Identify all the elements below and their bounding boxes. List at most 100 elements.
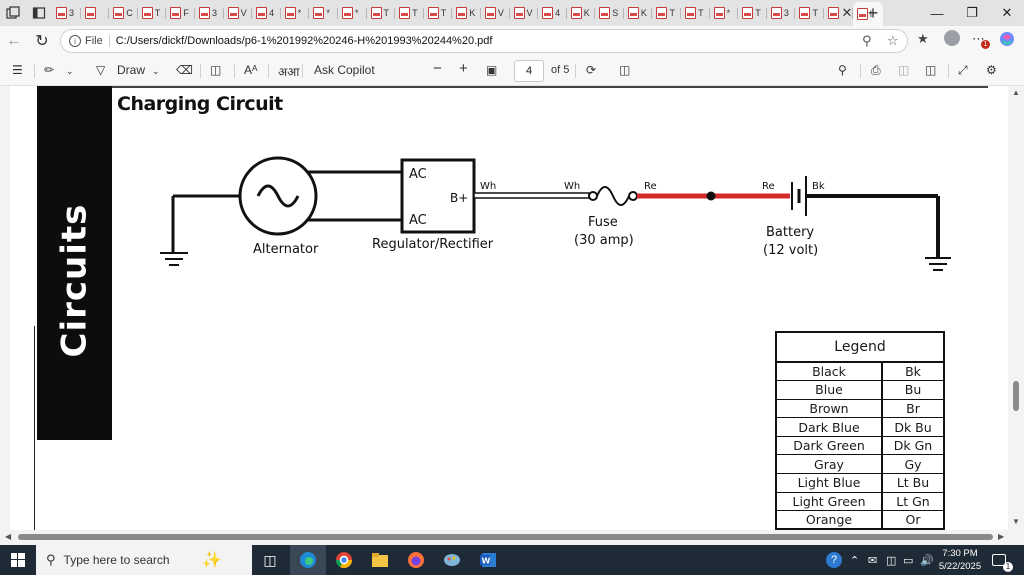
document-viewport[interactable]: Circuits Charging Circuit Alternator — [0, 86, 1024, 530]
vertical-scrollbar[interactable]: ▲ ▼ — [1008, 86, 1024, 530]
browser-tab[interactable]: * — [338, 2, 367, 24]
meet-now-icon[interactable]: ◫ — [886, 554, 897, 567]
address-bar[interactable]: i File C:/Users/dickf/Downloads/p6-1%201… — [60, 29, 908, 53]
task-view-icon[interactable]: ◫ — [263, 551, 277, 568]
browser-tab[interactable] — [81, 2, 110, 24]
settings-gear-icon[interactable]: ⚙ — [986, 63, 997, 77]
close-tab-icon[interactable]: ✕ — [841, 5, 853, 20]
tab-actions-icon[interactable] — [26, 0, 52, 26]
fit-page-icon[interactable]: ▣ — [486, 63, 498, 77]
vertical-scroll-thumb[interactable] — [1013, 381, 1019, 411]
start-button[interactable] — [0, 545, 36, 575]
browser-tab[interactable]: * — [710, 2, 739, 24]
zoom-icon[interactable]: ⚲ — [862, 33, 872, 48]
zoom-out-button[interactable]: − — [433, 60, 442, 77]
browser-tab[interactable]: S — [595, 2, 624, 24]
browser-tab[interactable]: V — [224, 2, 253, 24]
pdf-file-icon — [685, 7, 697, 19]
active-browser-tab[interactable]: I — [852, 2, 883, 26]
new-tab-button[interactable]: + — [867, 2, 879, 23]
help-icon[interactable]: ? — [826, 545, 842, 575]
horizontal-scrollbar[interactable]: ◀ ▶ — [0, 530, 1024, 544]
url-text[interactable]: C:/Users/dickf/Downloads/p6-1%201992%202… — [115, 35, 493, 47]
browser-tab[interactable]: * — [309, 2, 338, 24]
taskbar-search[interactable]: ⚲ Type here to search ✨ — [36, 545, 252, 575]
browser-tab[interactable]: * — [281, 2, 310, 24]
eraser-icon[interactable]: ⌫ — [176, 63, 193, 77]
notification-center-icon[interactable]: 1 — [992, 545, 1013, 575]
alternator-symbol — [238, 156, 318, 236]
browser-tab[interactable]: 4 — [252, 2, 281, 24]
favorites-icon[interactable]: ★ — [917, 31, 929, 46]
clock[interactable]: 7:30 PM 5/22/2025 — [930, 547, 990, 573]
search-icon[interactable]: ⚲ — [838, 63, 847, 77]
browser-tab[interactable]: K — [567, 2, 596, 24]
file-explorer-icon[interactable] — [362, 545, 398, 575]
browser-tab[interactable]: V — [510, 2, 539, 24]
restore-button[interactable]: ❐ — [966, 5, 978, 20]
browser-tab[interactable]: 3 — [195, 2, 224, 24]
volume-icon[interactable]: 🔊 — [920, 554, 934, 567]
draw-icon[interactable]: ▽ — [96, 63, 106, 77]
back-button[interactable]: ← — [6, 32, 22, 49]
draw-button[interactable]: Draw — [117, 63, 146, 77]
save-icon[interactable]: ◫ — [898, 63, 910, 77]
chrome-app-icon[interactable] — [326, 545, 362, 575]
browser-tab[interactable]: 3 — [767, 2, 796, 24]
browser-tab[interactable]: T — [681, 2, 710, 24]
browser-tab[interactable]: T — [738, 2, 767, 24]
save-as-icon[interactable]: ◫ — [925, 63, 937, 77]
paint-app-icon[interactable] — [434, 545, 470, 575]
browser-tab[interactable]: T — [138, 2, 167, 24]
firefox-app-icon[interactable] — [398, 545, 434, 575]
print-icon[interactable]: ⎙ — [871, 63, 881, 77]
fullscreen-icon[interactable]: ⤢ — [958, 63, 968, 77]
zoom-in-button[interactable]: + — [459, 60, 468, 77]
highlight-dropdown-icon[interactable]: ⌄ — [66, 66, 74, 76]
tray-chevron-icon[interactable]: ⌃ — [850, 554, 860, 567]
browser-tab[interactable]: T — [395, 2, 424, 24]
browser-tab[interactable]: F — [166, 2, 195, 24]
translate-button[interactable]: अआ — [278, 65, 300, 79]
scroll-up-arrow[interactable]: ▲ — [1012, 88, 1020, 97]
browser-tab[interactable]: K — [452, 2, 481, 24]
scroll-left-arrow[interactable]: ◀ — [5, 532, 12, 541]
highlight-icon[interactable]: ✏ — [44, 63, 55, 77]
browser-tab[interactable] — [824, 2, 853, 24]
network-icon[interactable]: ✉ — [868, 554, 878, 567]
close-window-button[interactable]: ✕ — [1001, 5, 1013, 20]
battery-icon[interactable]: ▭ — [903, 554, 914, 567]
browser-tab[interactable]: 3 — [52, 2, 81, 24]
edge-app-icon[interactable] — [290, 545, 326, 575]
browser-tab[interactable]: V — [481, 2, 510, 24]
browser-tab[interactable]: K — [624, 2, 653, 24]
contents-icon[interactable]: ☰ — [12, 63, 23, 77]
ask-copilot-button[interactable]: Ask Copilot — [314, 63, 375, 77]
pdf-file-icon — [284, 7, 296, 19]
draw-dropdown-icon[interactable]: ⌄ — [152, 66, 160, 76]
horizontal-scroll-thumb[interactable] — [18, 534, 993, 540]
browser-tab[interactable]: T — [652, 2, 681, 24]
page-number-input[interactable]: 4 — [514, 60, 544, 82]
copilot-icon[interactable] — [999, 31, 1015, 50]
browser-tab[interactable]: T — [424, 2, 453, 24]
tab-title: T — [154, 8, 161, 18]
profile-avatar[interactable] — [944, 30, 960, 49]
info-icon[interactable]: i — [69, 35, 81, 47]
workspaces-icon[interactable] — [0, 0, 26, 26]
browser-tab[interactable]: C — [109, 2, 138, 24]
refresh-button[interactable]: ↻ — [35, 33, 49, 50]
browser-tab[interactable]: T — [795, 2, 824, 24]
text-box-icon[interactable]: ◫ — [210, 63, 222, 77]
read-aloud-button[interactable]: Aᴬ — [244, 63, 258, 77]
page-view-icon[interactable]: ◫ — [619, 63, 631, 77]
minimize-button[interactable]: — — [930, 5, 944, 21]
favorite-star-icon[interactable]: ☆ — [887, 33, 899, 48]
word-app-icon[interactable]: W — [470, 545, 506, 575]
scroll-right-arrow[interactable]: ▶ — [998, 532, 1005, 541]
browser-tab[interactable]: T — [367, 2, 396, 24]
browser-tab[interactable]: 4 — [538, 2, 567, 24]
scroll-down-arrow[interactable]: ▼ — [1012, 517, 1020, 526]
rotate-icon[interactable]: ⟳ — [586, 63, 597, 77]
